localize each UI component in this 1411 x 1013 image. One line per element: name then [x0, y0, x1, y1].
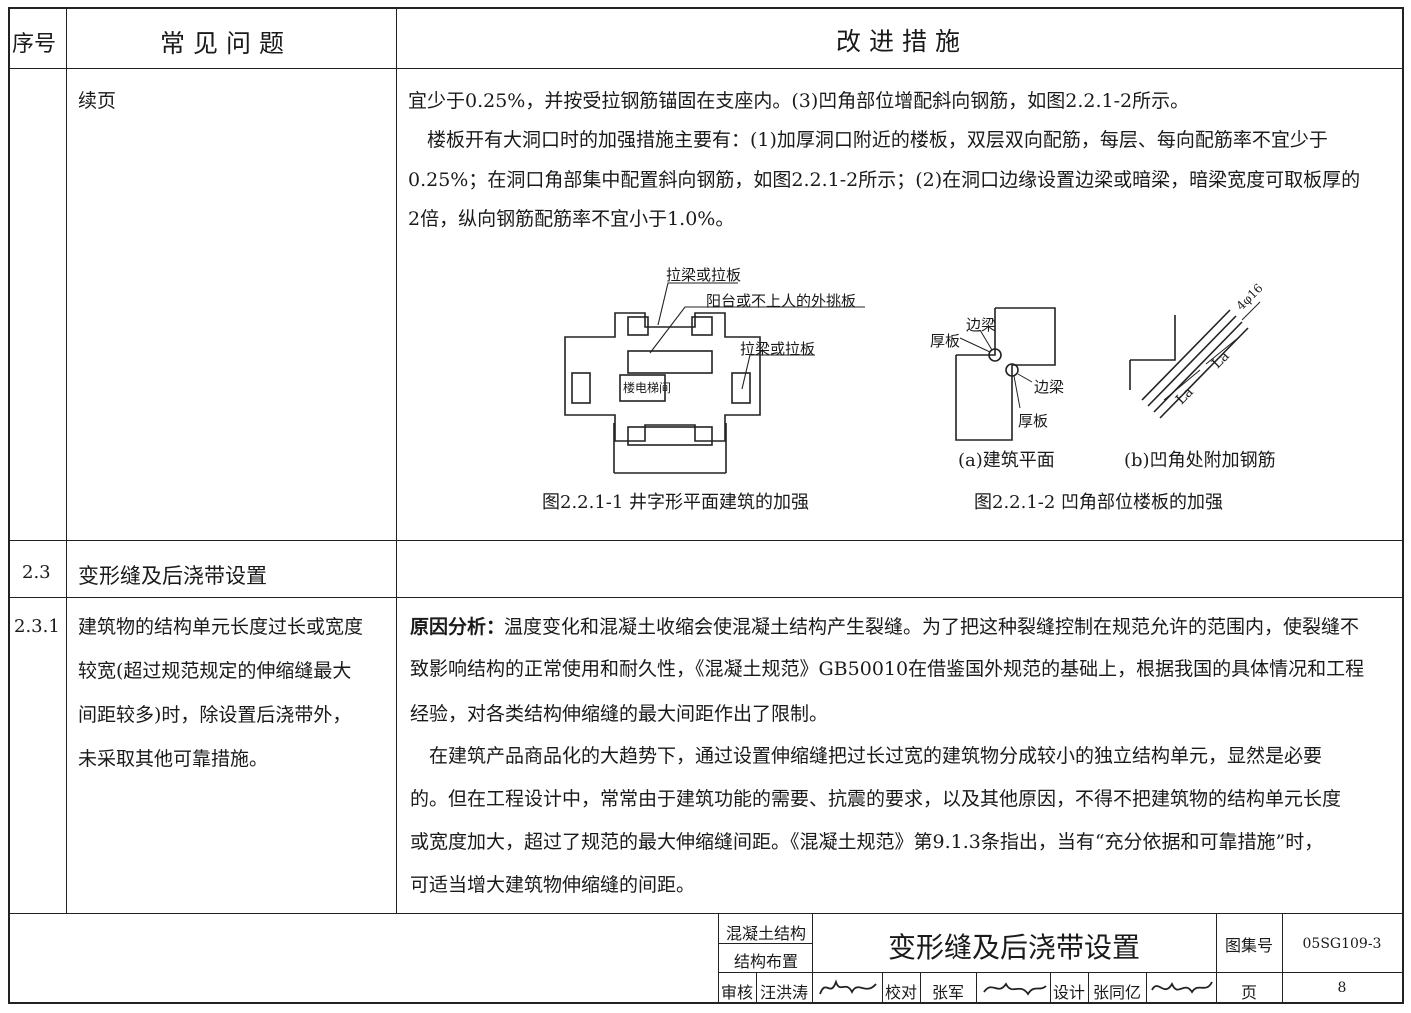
tb-designer: 张同亿: [1092, 983, 1141, 1002]
fig1-label-balcony: 阳台或不上人的外挑板: [706, 292, 857, 310]
row1-line: 2倍，纵向钢筋配筋率不宜小于1.0%。: [408, 208, 735, 230]
fig2-sub-a: (a)建筑平面: [958, 450, 1055, 471]
fig1-label-tie-beam-top: 拉梁或拉板: [666, 266, 742, 284]
row3-bottom-rule: [9, 913, 1403, 914]
fig2-caption: 图2.2.1-2 凹角部位楼板的加强: [974, 492, 1224, 513]
row1-line: 0.25%；在洞口角部集中配置斜向钢筋，如图2.2.1-2所示；(2)在洞口边缘…: [408, 169, 1361, 191]
tb-designer-signature: [1151, 981, 1213, 994]
tb-design-label: 设计: [1052, 983, 1085, 1002]
row3-problem-line: 间距较多)时，除设置后浇带外，: [78, 704, 352, 726]
header-no: 序号: [12, 32, 57, 57]
tb-title: 变形缝及后浇带设置: [887, 931, 1140, 964]
tb-atlas-label: 图集号: [1224, 936, 1273, 955]
row1-line: 宜少于0.25%，并按受拉钢筋锚固在支座内。(3)凹角部位增配斜向钢筋，如图2.…: [408, 90, 1190, 112]
tb-atlas-no: 05SG109-3: [1302, 936, 1382, 952]
row1-problem: 续页: [78, 90, 117, 112]
fig2-label-edge-beam-2: 边梁: [1034, 378, 1065, 396]
header-problem: 常见问题: [160, 29, 293, 58]
tb-review-label: 审核: [720, 983, 753, 1002]
tb-page-label: 页: [1240, 983, 1257, 1002]
tb-category-1: 混凝土结构: [725, 924, 806, 943]
col-problem-rule: [396, 8, 397, 914]
fig2-label-thick-slab-1: 厚板: [930, 332, 961, 350]
row3-line: 温度变化和混凝土收缩会使混凝土结构产生裂缝。为了把这种裂缝控制在规范允许的范围内…: [504, 616, 1360, 638]
row2-problem: 变形缝及后浇带设置: [78, 564, 267, 588]
tb-page-no: 8: [1337, 980, 1347, 996]
tb-checker: 张军: [931, 983, 964, 1002]
row2-bottom-rule: [9, 597, 1403, 598]
fig1-label-core: 楼电梯间: [623, 381, 672, 395]
row2-no: 2.3: [22, 562, 51, 583]
row3-line: 在建筑产品商品化的大趋势下，通过设置伸缩缝把过长过宽的建筑物分成较小的独立结构单…: [410, 745, 1323, 767]
row3-problem-line: 未采取其他可靠措施。: [78, 748, 269, 770]
row1-line: 楼板开有大洞口时的加强措施主要有：(1)加厚洞口附近的楼板，双层双向配筋，每层、…: [408, 129, 1328, 151]
header-measure: 改进措施: [836, 27, 969, 56]
fig2-sub-b: (b)凹角处附加钢筋: [1124, 450, 1276, 471]
tb-checker-signature: [983, 982, 1047, 996]
row3-line: 致影响结构的正常使用和耐久性，《混凝土规范》GB50010在借鉴国外规范的基础上…: [410, 658, 1365, 680]
row3-line: 或宽度加大，超过了规范的最大伸缩缝间距。《混凝土规范》第9.1.3条指出，当有“…: [410, 831, 1324, 853]
tb-check-label: 校对: [884, 983, 917, 1002]
col-no-rule: [66, 8, 67, 914]
tb-category-2: 结构布置: [733, 952, 798, 971]
figure-cross-plan: [564, 282, 865, 474]
tb-reviewer-signature: [819, 979, 877, 995]
header-bottom-rule: [9, 68, 1403, 69]
row1-bottom-rule: [9, 540, 1403, 541]
row3-line: 经验，对各类结构伸缩缝的最大间距作出了限制。: [410, 703, 829, 725]
figure-reentrant-plan: [955, 307, 1056, 441]
fig2-label-thick-slab-2: 厚板: [1018, 412, 1049, 430]
drawing-sheet: [8, 7, 1404, 1004]
row3-line: 可适当增大建筑物伸缩缝的间距。: [410, 874, 696, 896]
figure-reentrant-rebar: [1129, 301, 1261, 419]
row3-problem-line: 建筑物的结构单元长度过长或宽度: [78, 616, 364, 638]
row3-lead: 原因分析：: [410, 616, 506, 638]
fig2-label-edge-beam-1: 边梁: [966, 316, 997, 334]
fig1-label-tie-beam-right: 拉梁或拉板: [740, 340, 816, 358]
row3-no: 2.3.1: [14, 616, 60, 637]
fig1-caption: 图2.2.1-1 井字形平面建筑的加强: [542, 492, 810, 513]
row3-line: 的。但在工程设计中，常常由于建筑功能的需要、抗震的要求，以及其他原因，不得不把建…: [410, 788, 1342, 810]
row3-problem-line: 较宽(超过规范规定的伸缩缝最大: [78, 660, 352, 682]
tb-reviewer: 汪洪涛: [759, 983, 808, 1002]
